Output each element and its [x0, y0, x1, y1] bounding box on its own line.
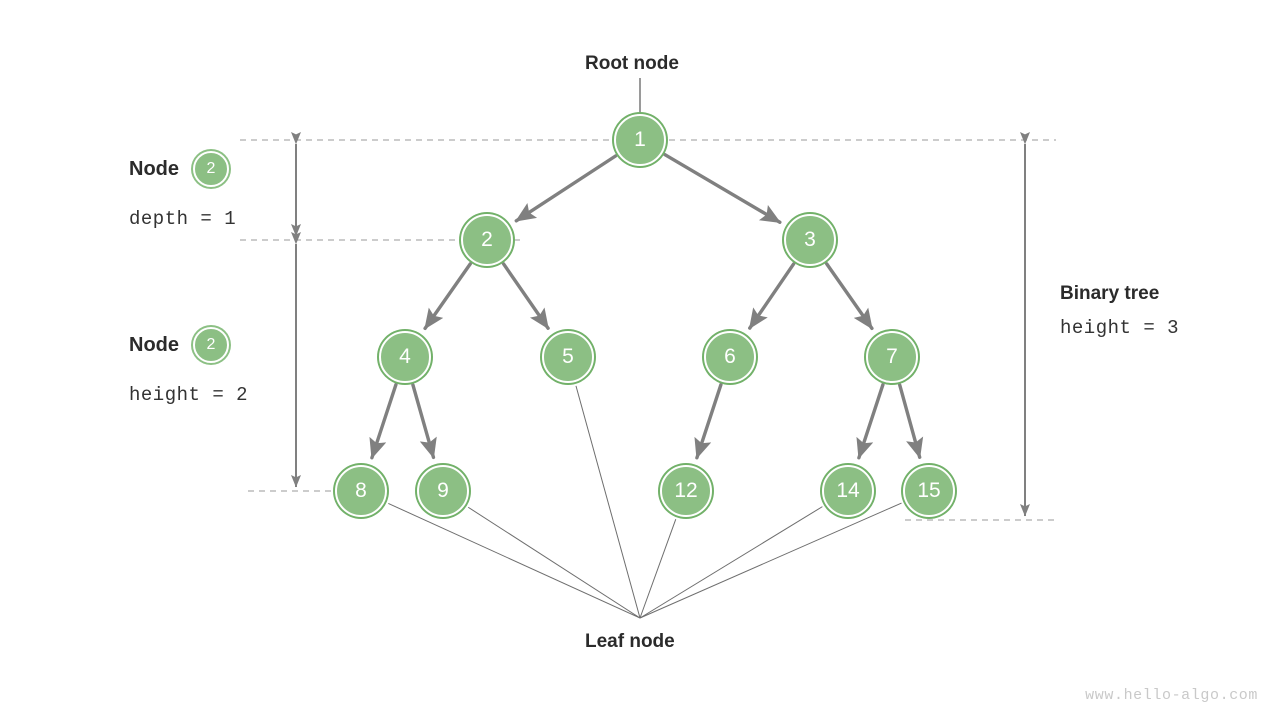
- leader-from-node-8: [388, 502, 641, 619]
- edge-4-to-9: [411, 383, 437, 460]
- tree-node-value: 8: [355, 479, 367, 502]
- annotation-node-badge: 2: [193, 327, 229, 363]
- root-node-label: Root node: [585, 53, 679, 74]
- site-watermark: www.hello-algo.com: [1085, 687, 1258, 704]
- edge-2-to-4: [423, 262, 473, 331]
- tree-node-value: 15: [917, 479, 941, 502]
- leader-from-node-12: [639, 519, 677, 619]
- annotation-node-word: Node: [129, 333, 179, 356]
- dashed-guide-lines: [240, 139, 1056, 521]
- annotation-depth-value: depth = 1: [129, 208, 237, 230]
- annotation-node-word: Node: [129, 157, 179, 180]
- leader-from-node-14: [639, 506, 823, 619]
- annotation-node-height: Node 2: [129, 327, 229, 363]
- annotation-binary-tree-title: Binary tree: [1060, 283, 1160, 304]
- measurement-arrows: [291, 132, 1030, 517]
- tree-node-8[interactable]: 8: [335, 465, 387, 517]
- tree-edges: [369, 153, 924, 460]
- leader-from-node-15: [639, 502, 902, 619]
- edge-3-to-6: [748, 262, 796, 330]
- tree-node-value: 6: [724, 345, 736, 368]
- edge-1-to-2: [514, 154, 618, 223]
- tree-node-value: 3: [804, 228, 816, 251]
- edge-4-to-8: [369, 382, 398, 460]
- edge-7-to-15: [898, 383, 924, 459]
- tree-node-4[interactable]: 4: [379, 331, 431, 383]
- edge-2-to-5: [501, 262, 550, 330]
- tree-node-1[interactable]: 1: [614, 114, 666, 166]
- leaf-leader-lines: [388, 385, 902, 619]
- tree-node-5[interactable]: 5: [542, 331, 594, 383]
- tree-node-value: 2: [481, 228, 493, 251]
- annotation-height-value: height = 2: [129, 384, 249, 406]
- tree-node-value: 14: [836, 479, 860, 502]
- tree-node-9[interactable]: 9: [417, 465, 469, 517]
- tree-node-7[interactable]: 7: [866, 331, 918, 383]
- tree-node-value: 4: [399, 345, 411, 368]
- annotation-tree-height-value: height = 3: [1060, 317, 1180, 339]
- edge-3-to-7: [824, 262, 874, 331]
- tree-node-value: 5: [562, 345, 574, 368]
- annotation-node-badge: 2: [193, 151, 229, 187]
- tree-node-15[interactable]: 15: [903, 465, 955, 517]
- tree-node-12[interactable]: 12: [660, 465, 712, 517]
- tree-node-3[interactable]: 3: [784, 214, 836, 266]
- edge-1-to-3: [663, 153, 782, 224]
- edge-6-to-12: [694, 382, 723, 460]
- leader-from-node-5: [575, 385, 641, 619]
- tree-node-value: 9: [437, 479, 449, 502]
- tree-node-value: 1: [634, 128, 646, 151]
- tree-node-6[interactable]: 6: [704, 331, 756, 383]
- annotation-node-depth: Node 2: [129, 151, 229, 187]
- tree-node-14[interactable]: 14: [822, 465, 874, 517]
- leader-from-node-9: [467, 506, 641, 619]
- tree-node-value: 12: [674, 479, 698, 502]
- leaf-node-label: Leaf node: [585, 631, 675, 652]
- edge-7-to-14: [856, 382, 885, 460]
- tree-node-value: 7: [886, 345, 898, 368]
- tree-node-2[interactable]: 2: [461, 214, 513, 266]
